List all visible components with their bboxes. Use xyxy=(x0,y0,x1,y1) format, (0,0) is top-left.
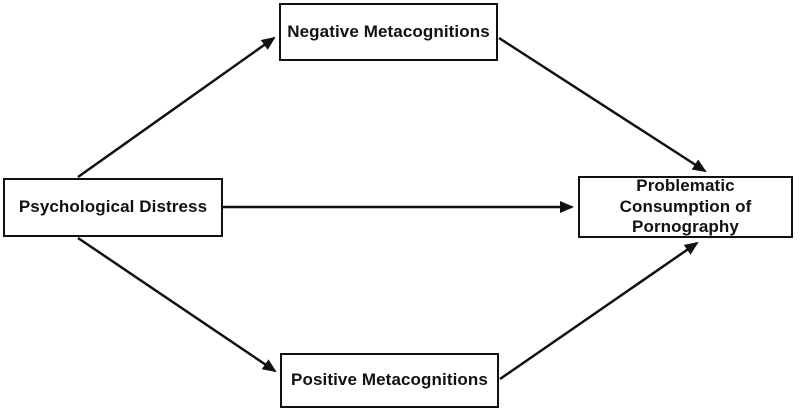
arrow-distress-to-positive-metacognitions xyxy=(77,236,277,373)
node-positive-metacognitions: Positive Metacognitions xyxy=(280,353,499,408)
node-problematic-consumption: Problematic Consumption of Pornography xyxy=(578,176,793,238)
node-negative-metacognitions: Negative Metacognitions xyxy=(279,3,498,61)
arrow-distress-to-negative-metacognitions xyxy=(77,36,276,179)
node-psychological-distress-label: Psychological Distress xyxy=(18,197,208,217)
node-negative-metacognitions-label: Negative Metacognitions xyxy=(287,21,490,41)
arrow-negative-metacognitions-to-problematic-consumption xyxy=(498,36,707,173)
node-problematic-consumption-label: Problematic Consumption of Pornography xyxy=(619,175,752,237)
node-positive-metacognitions-label: Positive Metacognitions xyxy=(291,370,488,390)
arrow-positive-metacognitions-to-problematic-consumption xyxy=(499,241,699,381)
node-psychological-distress: Psychological Distress xyxy=(3,178,223,237)
